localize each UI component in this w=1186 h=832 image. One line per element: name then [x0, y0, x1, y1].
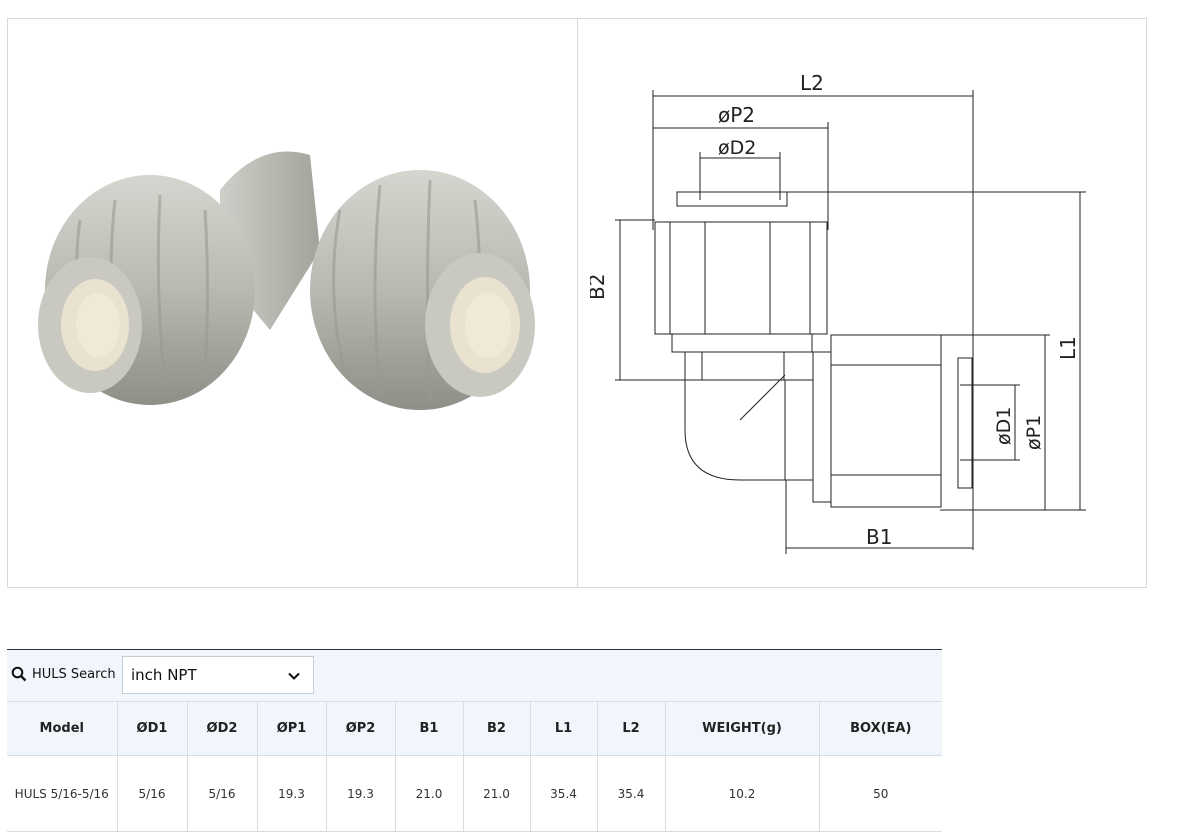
col-header-b2: B2 [463, 702, 531, 756]
unit-select[interactable]: inch NPT [122, 656, 314, 694]
spec-table-section: HULS Search inch NPT Model ØD1 ØD2 ØP1 Ø… [7, 649, 942, 832]
search-label-text: HULS Search [32, 666, 116, 682]
dim-label-b1: B1 [866, 525, 892, 549]
cell-box: 50 [819, 755, 942, 832]
table-row: HULS 5/16-5/16 5/16 5/16 19.3 19.3 21.0 … [7, 755, 942, 832]
spec-table: Model ØD1 ØD2 ØP1 ØP2 B1 B2 L1 L2 WEIGHT… [7, 702, 942, 832]
chevron-down-icon [288, 672, 300, 680]
col-header-p1: ØP1 [257, 702, 327, 756]
col-header-model: Model [7, 702, 118, 756]
dim-label-b2: B2 [590, 274, 609, 300]
dim-label-l2: L2 [800, 71, 824, 95]
dim-label-p1: øP1 [1023, 415, 1045, 450]
product-photo [38, 151, 535, 410]
search-label: HULS Search [11, 666, 116, 682]
cell-l2: 35.4 [597, 755, 666, 832]
cell-model: HULS 5/16-5/16 [7, 755, 118, 832]
col-header-weight: WEIGHT(g) [665, 702, 820, 756]
cell-l1: 35.4 [530, 755, 598, 832]
cell-d1: 5/16 [117, 755, 188, 832]
dim-label-d2: øD2 [718, 137, 756, 159]
cell-b1: 21.0 [395, 755, 464, 832]
dim-label-l1: L1 [1056, 336, 1080, 360]
panel-divider [577, 18, 578, 588]
col-header-d2: ØD2 [187, 702, 258, 756]
col-header-p2: ØP2 [326, 702, 396, 756]
col-header-l2: L2 [597, 702, 666, 756]
cell-b2: 21.0 [463, 755, 531, 832]
unit-select-value: inch NPT [131, 666, 197, 684]
search-icon [11, 666, 27, 682]
col-header-b1: B1 [395, 702, 464, 756]
cell-d2: 5/16 [187, 755, 258, 832]
cell-weight: 10.2 [665, 755, 820, 832]
col-header-l1: L1 [530, 702, 598, 756]
col-header-d1: ØD1 [117, 702, 188, 756]
search-bar: HULS Search inch NPT [7, 650, 942, 702]
cell-p2: 19.3 [326, 755, 396, 832]
cell-p1: 19.3 [257, 755, 327, 832]
dim-label-p2: øP2 [718, 103, 755, 127]
col-header-box: BOX(EA) [819, 702, 942, 756]
table-header-row: Model ØD1 ØD2 ØP1 ØP2 B1 B2 L1 L2 WEIGHT… [7, 702, 942, 756]
dim-label-d1: øD1 [993, 407, 1015, 445]
dimension-drawing: L2 øP2 øD2 B2 L1 øD1 øP1 B1 [590, 71, 1086, 554]
